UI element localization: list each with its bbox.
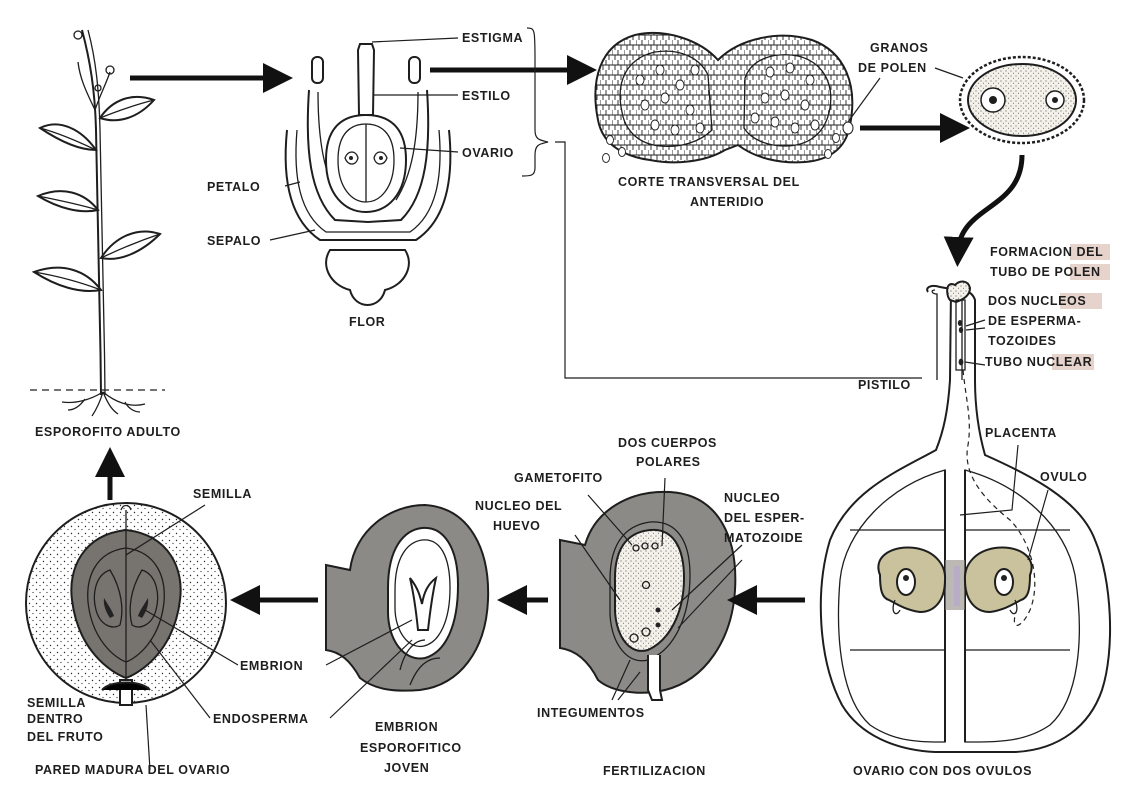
label-dos-nucleos-line3: TOZOIDES: [988, 334, 1056, 348]
flower-cross-section-icon: [284, 43, 452, 306]
cycle-arrows: [95, 55, 1025, 615]
labels: ESPOROFITO ADULTO ESTIGMA ESTILO OVARIO …: [27, 31, 1110, 778]
label-semilla: SEMILLA: [193, 487, 252, 501]
adult-sporophyte-plant-icon: [30, 29, 165, 417]
ovule-fertilization-icon: [559, 490, 737, 701]
label-tubo-nuclear: TUBO NUCLEAR: [985, 355, 1092, 369]
label-formacion-line2: TUBO DE POLEN: [990, 265, 1101, 279]
label-corte-line2: ANTERIDIO: [690, 195, 764, 209]
highlight-formacion-2: [1070, 264, 1110, 280]
label-semilla-fruto-line1: SEMILLA: [27, 696, 86, 710]
pollen-grain-icon: [842, 55, 1086, 145]
label-petalo: PETALO: [207, 180, 260, 194]
label-semilla-fruto-line3: DEL FRUTO: [27, 730, 103, 744]
leader-lines: [125, 27, 1049, 771]
label-nucleo-huevo-line2: HUEVO: [493, 519, 540, 533]
label-sepalo: SEPALO: [207, 234, 261, 248]
pistil-with-pollen-tube-icon: [819, 280, 1112, 753]
label-endosperma: ENDOSPERMA: [213, 712, 309, 726]
label-fertilizacion: FERTILIZACION: [603, 764, 706, 778]
label-estilo: ESTILO: [462, 89, 511, 103]
label-ovario: OVARIO: [462, 146, 514, 160]
label-integumentos: INTEGUMENTOS: [537, 706, 645, 720]
label-formacion-line1: FORMACION DEL: [990, 245, 1103, 259]
highlight-tubo-nuclear: [1052, 354, 1094, 370]
label-dos-cuerpos-line2: POLARES: [636, 455, 701, 469]
highlight-dos-nucleos: [1060, 293, 1102, 309]
anther-cross-section-icon: [594, 31, 854, 164]
arrow-pollen-to-pistil: [943, 154, 1025, 267]
label-dos-nucleos-line1: DOS NUCLEOS: [988, 294, 1086, 308]
label-gametofito: GAMETOFITO: [514, 471, 603, 485]
label-ovulo: OVULO: [1040, 470, 1087, 484]
label-pared-madura: PARED MADURA DEL OVARIO: [35, 763, 230, 777]
young-sporophyte-embryo-icon: [325, 503, 490, 692]
label-granos-line2: DE POLEN: [858, 61, 927, 75]
seed-inside-fruit-icon: [25, 502, 227, 706]
label-flor: FLOR: [349, 315, 385, 329]
label-estigma: ESTIGMA: [462, 31, 523, 45]
label-placenta: PLACENTA: [985, 426, 1057, 440]
label-nucleo-esperm-line3: MATOZOIDE: [724, 531, 803, 545]
label-esporofito-adulto: ESPOROFITO ADULTO: [35, 425, 181, 439]
label-dos-nucleos-line2: DE ESPERMA-: [988, 314, 1081, 328]
label-corte-line1: CORTE TRANSVERSAL DEL: [618, 175, 800, 189]
label-embrion-esp-line1: EMBRION: [375, 720, 438, 734]
label-ovario-dos-ovulos: OVARIO CON DOS OVULOS: [853, 764, 1032, 778]
label-nucleo-huevo-line1: NUCLEO DEL: [475, 499, 562, 513]
label-dos-cuerpos-line1: DOS CUERPOS: [618, 436, 717, 450]
label-pistilo: PISTILO: [858, 378, 911, 392]
label-nucleo-esperm-line2: DEL ESPER-: [724, 511, 805, 525]
label-semilla-fruto-line2: DENTRO: [27, 712, 83, 726]
label-nucleo-esperm-line1: NUCLEO: [724, 491, 780, 505]
label-embrion-esp-line3: JOVEN: [384, 761, 429, 775]
label-granos-line1: GRANOS: [870, 41, 928, 55]
highlight-formacion-1: [1070, 244, 1110, 260]
label-embrion: EMBRION: [240, 659, 303, 673]
label-embrion-esp-line2: ESPOROFITICO: [360, 741, 462, 755]
